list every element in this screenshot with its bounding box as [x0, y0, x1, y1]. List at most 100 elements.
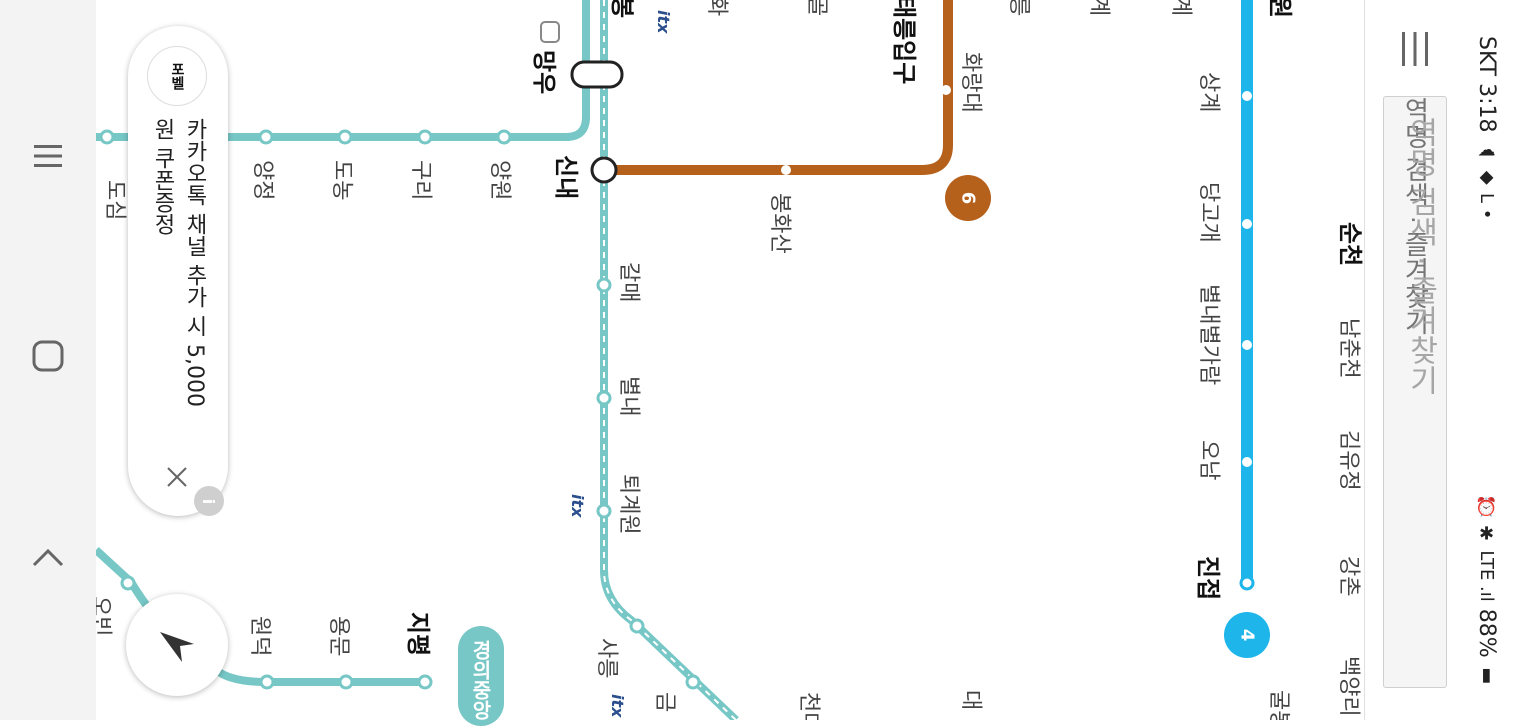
home-button[interactable]: [18, 326, 78, 386]
gyeongchun-line-segment: [600, 0, 739, 720]
line4-badge-label: 4: [1237, 629, 1258, 642]
itx-mark-mid[interactable]: itx: [568, 494, 587, 518]
station-label-hwarangdae[interactable]: 화랑대: [958, 52, 983, 113]
station-label-wondeok[interactable]: 원덕: [247, 616, 272, 656]
station-label-yangjeong[interactable]: 양정: [250, 160, 275, 200]
station-label-taereungipgu[interactable]: 태릉입구: [890, 0, 918, 84]
station-marker-mangu[interactable]: [570, 60, 624, 89]
clock: 3:18: [1474, 83, 1499, 133]
station-marker-sanggye[interactable]: [1242, 91, 1252, 101]
ad-info-text: i: [199, 498, 219, 504]
station-label-gangchon[interactable]: 강촌: [1336, 556, 1361, 596]
station-search-box[interactable]: 역명 검색 · 즐겨찾기: [1383, 96, 1447, 688]
ad-message-line1: 카카오톡 채널 추가 시 5,000: [182, 118, 207, 407]
ad-banner[interactable]: 포벨 카카오톡 채널 추가 시 5,000 원 쿠폰증정: [128, 26, 228, 516]
station-label-byeollaebyeolgaram[interactable]: 별내별가람: [1196, 284, 1221, 385]
status-left: SKT 3:18 ☁ ◆ L •: [1474, 36, 1499, 219]
station-fragment-won[interactable]: 원: [1266, 0, 1294, 18]
station-label-namchuncheon[interactable]: 남춘천: [1336, 318, 1361, 379]
status-right: ⏰ ✱ LTE .ıl 88% ▮: [1474, 496, 1499, 686]
station-label-baegyangri[interactable]: 백양리: [1336, 656, 1361, 717]
station-label-onam[interactable]: 오남: [1196, 440, 1221, 480]
battery-level: 88%: [1474, 608, 1499, 658]
station-marker-yangjeong[interactable]: [258, 129, 274, 145]
station-marker-deokso[interactable]: [337, 129, 353, 145]
station-fragment-dae[interactable]: 대: [958, 690, 983, 710]
ad-brand-text: 포벨: [169, 62, 185, 90]
station-marker-sareung[interactable]: [629, 618, 645, 634]
station-marker-obin[interactable]: [120, 575, 136, 591]
station-label-yangwon[interactable]: 양원: [487, 160, 512, 200]
ad-brand-logo: 포벨: [147, 46, 207, 106]
station-label-jinjeop[interactable]: 진접: [1194, 556, 1222, 600]
ad-close-button[interactable]: [162, 462, 192, 492]
menu-button[interactable]: [1395, 28, 1435, 70]
ad-info-badge[interactable]: i: [194, 486, 224, 516]
station-marker-guri[interactable]: [417, 129, 433, 145]
station-label-obin[interactable]: 오빈: [96, 596, 113, 636]
station-label-suseok[interactable]: 순천: [1336, 222, 1364, 266]
line6-badge: [945, 175, 991, 221]
station-marker-onam[interactable]: [1242, 457, 1252, 467]
station-fragment-neung[interactable]: 릉: [1006, 0, 1031, 16]
home-icon: [32, 340, 64, 372]
station-label-jipyeong[interactable]: 지평: [404, 612, 432, 656]
station-marker-wondeok[interactable]: [259, 674, 275, 690]
subway-map-canvas[interactable]: 6 4 도심 양정 도농 구리 양원 망우 신내 갈매 별내 퇴계원 사릉 금 …: [96, 0, 1364, 720]
station-marker-yangwon[interactable]: [496, 129, 512, 145]
station-label-galmae[interactable]: 갈매: [616, 262, 641, 302]
itx-mark-bottom[interactable]: itx: [608, 694, 627, 718]
station-label-gulbongsan[interactable]: 굴봉산: [1266, 690, 1291, 720]
station-marker-byeollaebyeolgaram[interactable]: [1242, 340, 1252, 350]
station-marker-sinnae[interactable]: [590, 156, 618, 184]
elevator-icon: [540, 21, 560, 43]
station-fragment-gye1[interactable]: 계: [1086, 0, 1111, 16]
station-label-geum[interactable]: 금: [652, 692, 677, 712]
station-label-toegyewon[interactable]: 퇴계원: [616, 474, 641, 535]
station-marker-bonghwasan[interactable]: [781, 165, 791, 175]
station-label-mangu[interactable]: 망우: [530, 50, 558, 94]
back-button[interactable]: [18, 528, 78, 588]
system-icons: ⏰ ✱ LTE .ıl: [1476, 496, 1497, 602]
station-fragment-hwa[interactable]: 화: [704, 0, 729, 16]
station-label-danggogae[interactable]: 당고개: [1196, 182, 1221, 243]
station-label-dosim[interactable]: 도심: [102, 180, 127, 220]
location-arrow-icon: [160, 632, 194, 662]
station-label-yongmun[interactable]: 용문: [326, 616, 351, 656]
station-label-gimyujeong[interactable]: 김유정: [1336, 430, 1361, 491]
station-marker-danggogae[interactable]: [1242, 219, 1252, 229]
station-marker-byeollae[interactable]: [596, 390, 612, 406]
station-label-cheonma[interactable]: 천마: [796, 692, 821, 720]
system-navigation-bar: [0, 0, 96, 720]
station-label-byeollae[interactable]: 별내: [616, 376, 641, 416]
station-marker-toegyewon[interactable]: [596, 503, 612, 519]
station-label-bonghwasan[interactable]: 봉화산: [767, 193, 792, 254]
battery-icon: ▮: [1476, 664, 1497, 686]
station-label-sareung[interactable]: 사릉: [594, 638, 619, 678]
recent-apps-button[interactable]: [18, 126, 78, 186]
station-search-input[interactable]: [1384, 97, 1446, 687]
station-marker-jipyeong[interactable]: [417, 674, 433, 690]
carrier-label: SKT: [1474, 36, 1499, 77]
station-fragment-gye2[interactable]: 계: [1168, 0, 1193, 16]
subway-map[interactable]: 6 4 도심 양정 도농 구리 양원 망우 신내 갈매 별내 퇴계원 사릉 금 …: [96, 0, 1364, 720]
my-location-button[interactable]: [126, 594, 228, 696]
station-label-deokso[interactable]: 도농: [329, 160, 354, 200]
station-marker-yongmun[interactable]: [338, 674, 354, 690]
station-fragment-bong[interactable]: 봉: [608, 0, 636, 18]
station-marker-galmae[interactable]: [596, 277, 612, 293]
station-marker-jinjeop[interactable]: [1239, 575, 1255, 591]
station-label-guri[interactable]: 구리: [408, 160, 433, 200]
ad-message: 카카오톡 채널 추가 시 5,000 원 쿠폰증정: [146, 118, 210, 478]
station-label-sinnae[interactable]: 신내: [552, 155, 580, 199]
station-marker-geum[interactable]: [685, 674, 701, 690]
line-tag-label: 경의중앙: [468, 640, 493, 720]
gyeongui-line-segment: [96, 0, 590, 141]
notification-icons: ☁ ◆ L •: [1476, 139, 1497, 220]
station-label-sanggye[interactable]: 상계: [1196, 72, 1221, 112]
station-marker-hwarangdae[interactable]: [941, 85, 951, 95]
itx-mark-top[interactable]: itx: [654, 10, 673, 34]
station-fragment-gol[interactable]: 골: [804, 0, 829, 16]
close-icon: [167, 467, 187, 487]
station-marker-dosim[interactable]: [99, 129, 115, 145]
